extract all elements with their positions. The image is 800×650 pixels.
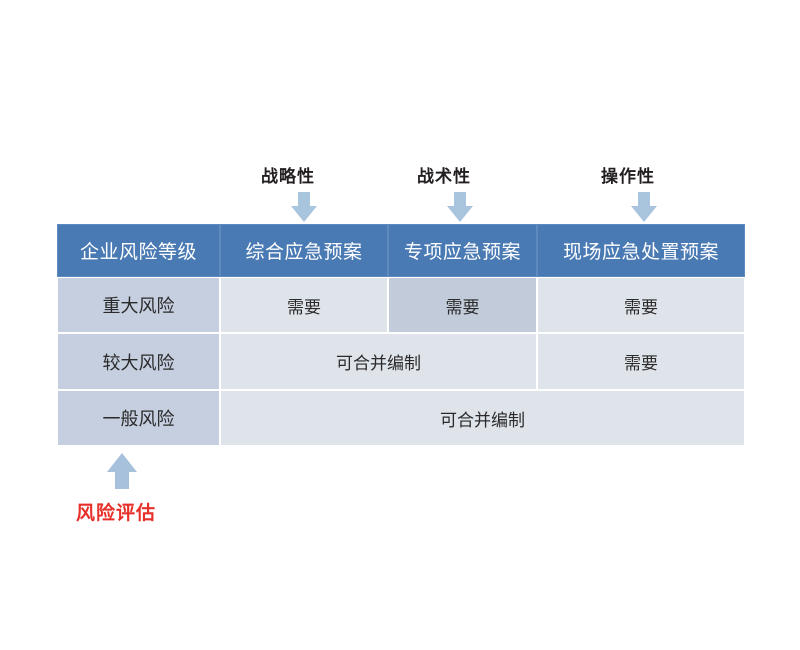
table-row-header-general-risk: 一般风险 xyxy=(57,390,220,446)
table-cell-major-special: 需要 xyxy=(388,277,537,333)
arrow-shaft xyxy=(115,471,129,489)
table-cell-large-onsite: 需要 xyxy=(537,333,745,390)
risk-plan-matrix-table: 企业风险等级 综合应急预案 专项应急预案 现场应急处置预案 重大风险 需要 需要… xyxy=(57,224,745,446)
arrow-head xyxy=(631,206,657,222)
arrow-shaft xyxy=(454,192,466,207)
table-row-header-major-risk: 重大风险 xyxy=(57,277,220,333)
down-arrow-icon-tactical xyxy=(447,192,473,222)
annotation-label-operational: 操作性 xyxy=(601,167,655,187)
table-cell-major-comprehensive: 需要 xyxy=(220,277,388,333)
annotation-label-tactical: 战术性 xyxy=(417,167,471,187)
arrow-shaft xyxy=(638,192,650,207)
down-arrow-icon-strategic xyxy=(291,192,317,222)
table-header-special-plan: 专项应急预案 xyxy=(388,224,537,277)
arrow-head xyxy=(291,206,317,222)
table-cell-major-onsite: 需要 xyxy=(537,277,745,333)
table-cell-general-merged-plan: 可合并编制 xyxy=(220,390,745,446)
table-header-onsite-plan: 现场应急处置预案 xyxy=(537,224,745,277)
table-header-comprehensive-plan: 综合应急预案 xyxy=(220,224,388,277)
arrow-head xyxy=(447,206,473,222)
annotation-label-risk-assessment: 风险评估 xyxy=(76,502,157,524)
down-arrow-icon-operational xyxy=(631,192,657,222)
up-arrow-icon-risk-assessment xyxy=(107,453,137,489)
table-row-header-large-risk: 较大风险 xyxy=(57,333,220,390)
table-cell-large-merged-plan: 可合并编制 xyxy=(220,333,537,390)
table-header-enterprise-risk-level: 企业风险等级 xyxy=(57,224,220,277)
annotation-label-strategic: 战略性 xyxy=(261,167,315,187)
arrow-shaft xyxy=(298,192,310,207)
arrow-head xyxy=(107,453,137,472)
